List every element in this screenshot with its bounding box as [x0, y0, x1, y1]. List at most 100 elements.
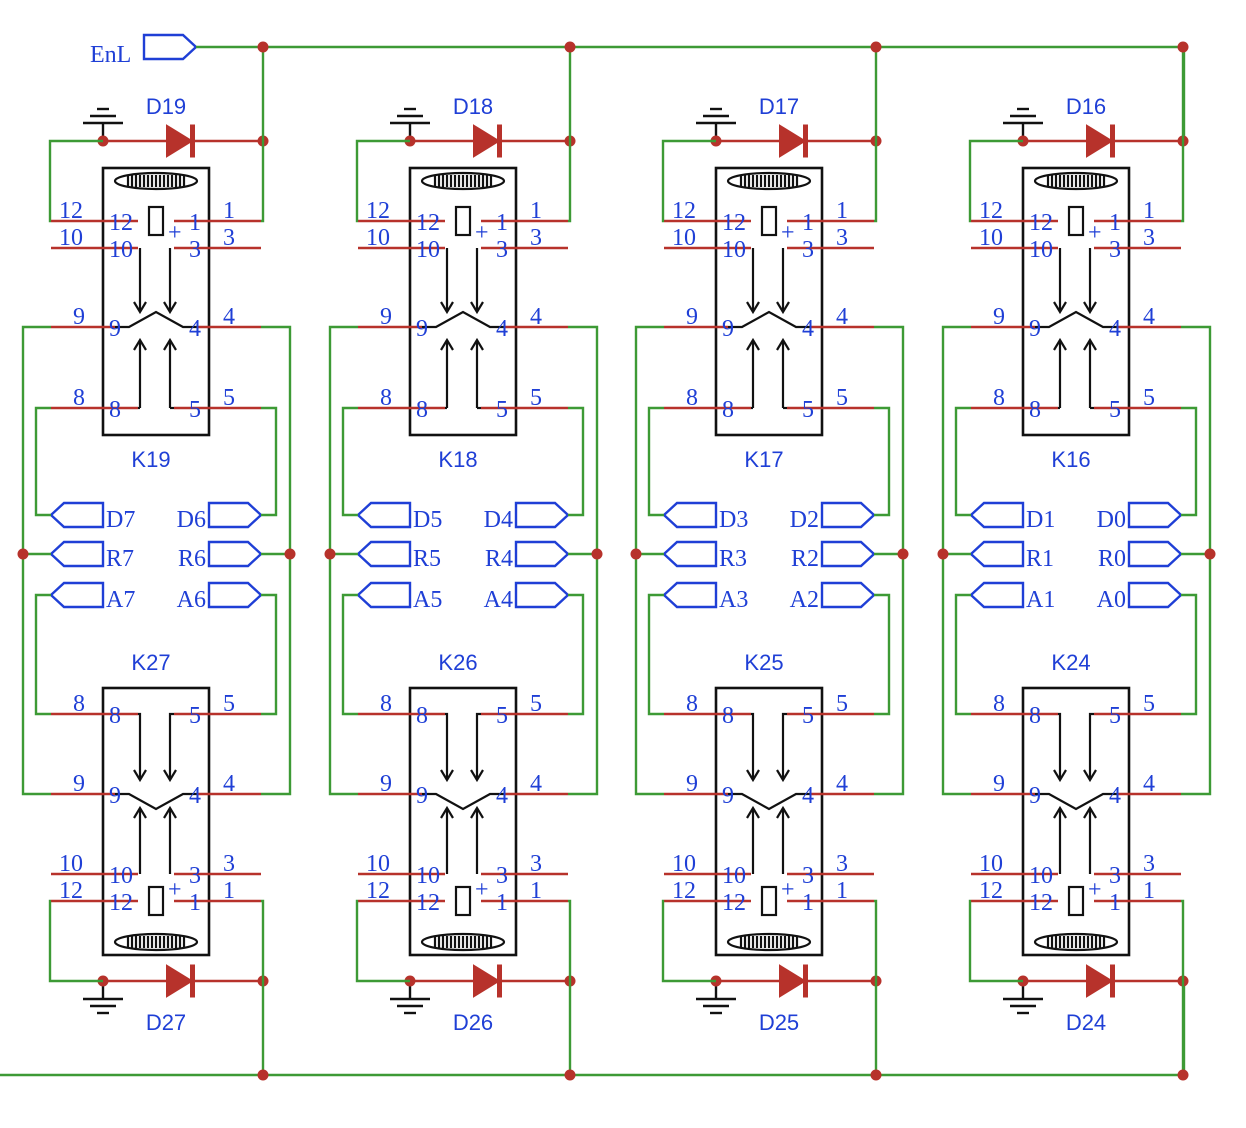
pin-inner-1: 1 [802, 890, 814, 916]
pin-num-1: 1 [1143, 198, 1155, 224]
diode-bottom-anode-wire [661, 899, 716, 983]
pin-num-4: 4 [530, 771, 542, 797]
pin-num-12: 12 [672, 878, 696, 904]
ground-top-icon [83, 107, 123, 141]
diode-bottom-icon [1018, 964, 1183, 998]
pin-num-3: 3 [836, 225, 848, 251]
junction-dot [564, 1069, 576, 1081]
junction-dot [870, 41, 882, 53]
ground-bottom-icon [696, 981, 736, 1015]
pin-num-4: 4 [223, 304, 235, 330]
diode-top-refdes: D17 [759, 94, 799, 119]
pin-inner-4: 4 [802, 316, 814, 342]
pin-inner-3: 3 [496, 237, 508, 263]
junction-dot [1204, 548, 1216, 560]
nc-arrow-left-head [746, 301, 760, 315]
net-a-left: A3 [719, 587, 748, 613]
pin-num-12: 12 [59, 198, 83, 224]
no-arrow-left-head [1053, 337, 1067, 351]
pin-inner-1: 1 [189, 210, 201, 236]
pin-inner-1: 1 [1109, 210, 1121, 236]
diode-top-icon [98, 124, 263, 158]
no-arrow-right-head [163, 769, 177, 783]
port-d-right-icon [514, 501, 570, 529]
pin-num-3: 3 [223, 225, 235, 251]
net-a-left: A7 [106, 587, 135, 613]
nc-arrow-left-head [133, 805, 147, 819]
pin-inner-8: 8 [416, 703, 428, 729]
pin-num-9: 9 [993, 304, 1005, 330]
no-arrow-right-head [776, 337, 790, 351]
pin-inner-12: 12 [722, 210, 746, 236]
net-r-right: R4 [485, 546, 513, 572]
no-bottom-left-wire [341, 593, 358, 716]
coil-plus-mark: + [475, 220, 489, 246]
coil-plus-mark: + [168, 220, 182, 246]
nc-arrow-right-head [163, 805, 177, 819]
nc-arrow-left-head [440, 805, 454, 819]
pin-inner-4: 4 [1109, 316, 1121, 342]
pin-inner-3: 3 [1109, 237, 1121, 263]
diode-bottom-refdes: D24 [1066, 1010, 1106, 1035]
port-d-right-icon [820, 501, 876, 529]
com-right-wire [874, 325, 905, 796]
pin-inner-9: 9 [1029, 316, 1041, 342]
net-a-left: A5 [413, 587, 442, 613]
pin-num-8: 8 [73, 385, 85, 411]
port-r-right-icon [207, 540, 263, 568]
port-a-left-icon [356, 581, 412, 609]
pin-num-8: 8 [380, 385, 392, 411]
pin-num-4: 4 [1143, 771, 1155, 797]
com-left-wire [634, 325, 664, 796]
no-bottom-left-wire [34, 593, 51, 716]
pin-num-9: 9 [380, 771, 392, 797]
pin-inner-10: 10 [1029, 863, 1053, 889]
no-arrow-right-head [776, 769, 790, 783]
indicator-lamp-icon [1033, 171, 1119, 191]
pin-inner-9: 9 [722, 783, 734, 809]
no-arrow-left-head [746, 337, 760, 351]
pin-inner-10: 10 [416, 237, 440, 263]
no-arrow-right-head [470, 769, 484, 783]
pin-num-3: 3 [530, 225, 542, 251]
pin-num-5: 5 [1143, 385, 1155, 411]
pin-num-10: 10 [979, 851, 1003, 877]
pin-num-4: 4 [836, 304, 848, 330]
junction-dot [1177, 1069, 1189, 1081]
pin-num-1: 1 [530, 878, 542, 904]
coil-icon [147, 205, 165, 237]
net-a-left: A1 [1026, 587, 1055, 613]
junction-dot [937, 548, 949, 560]
pin-inner-9: 9 [722, 316, 734, 342]
no-arrow-left-head [133, 337, 147, 351]
pin-num-10: 10 [366, 851, 390, 877]
junction-dot [564, 41, 576, 53]
pin-inner-9: 9 [1029, 783, 1041, 809]
pin-inner-5: 5 [496, 397, 508, 423]
no-top-right-wire [1181, 406, 1198, 517]
port-a-right-icon [207, 581, 263, 609]
net-r-left: R1 [1026, 546, 1054, 572]
common-contact [115, 792, 197, 811]
pin-inner-3: 3 [189, 237, 201, 263]
net-d-right: D4 [484, 507, 513, 533]
pin-inner-12: 12 [109, 890, 133, 916]
pin-num-12: 12 [979, 198, 1003, 224]
pin-num-1: 1 [836, 878, 848, 904]
relay-bottom-refdes: K25 [744, 650, 783, 675]
common-contact [1035, 792, 1117, 811]
diode-bottom-icon [711, 964, 876, 998]
pin-num-10: 10 [59, 225, 83, 251]
pin-inner-4: 4 [189, 783, 201, 809]
pin-num-1: 1 [1143, 878, 1155, 904]
no-top-left-wire [34, 406, 51, 517]
coil-bottom-rail-wire [874, 899, 878, 1075]
pin-inner-5: 5 [496, 703, 508, 729]
no-bottom-right-wire [874, 593, 891, 716]
coil-plus-mark: + [781, 220, 795, 246]
net-r-right: R0 [1098, 546, 1126, 572]
